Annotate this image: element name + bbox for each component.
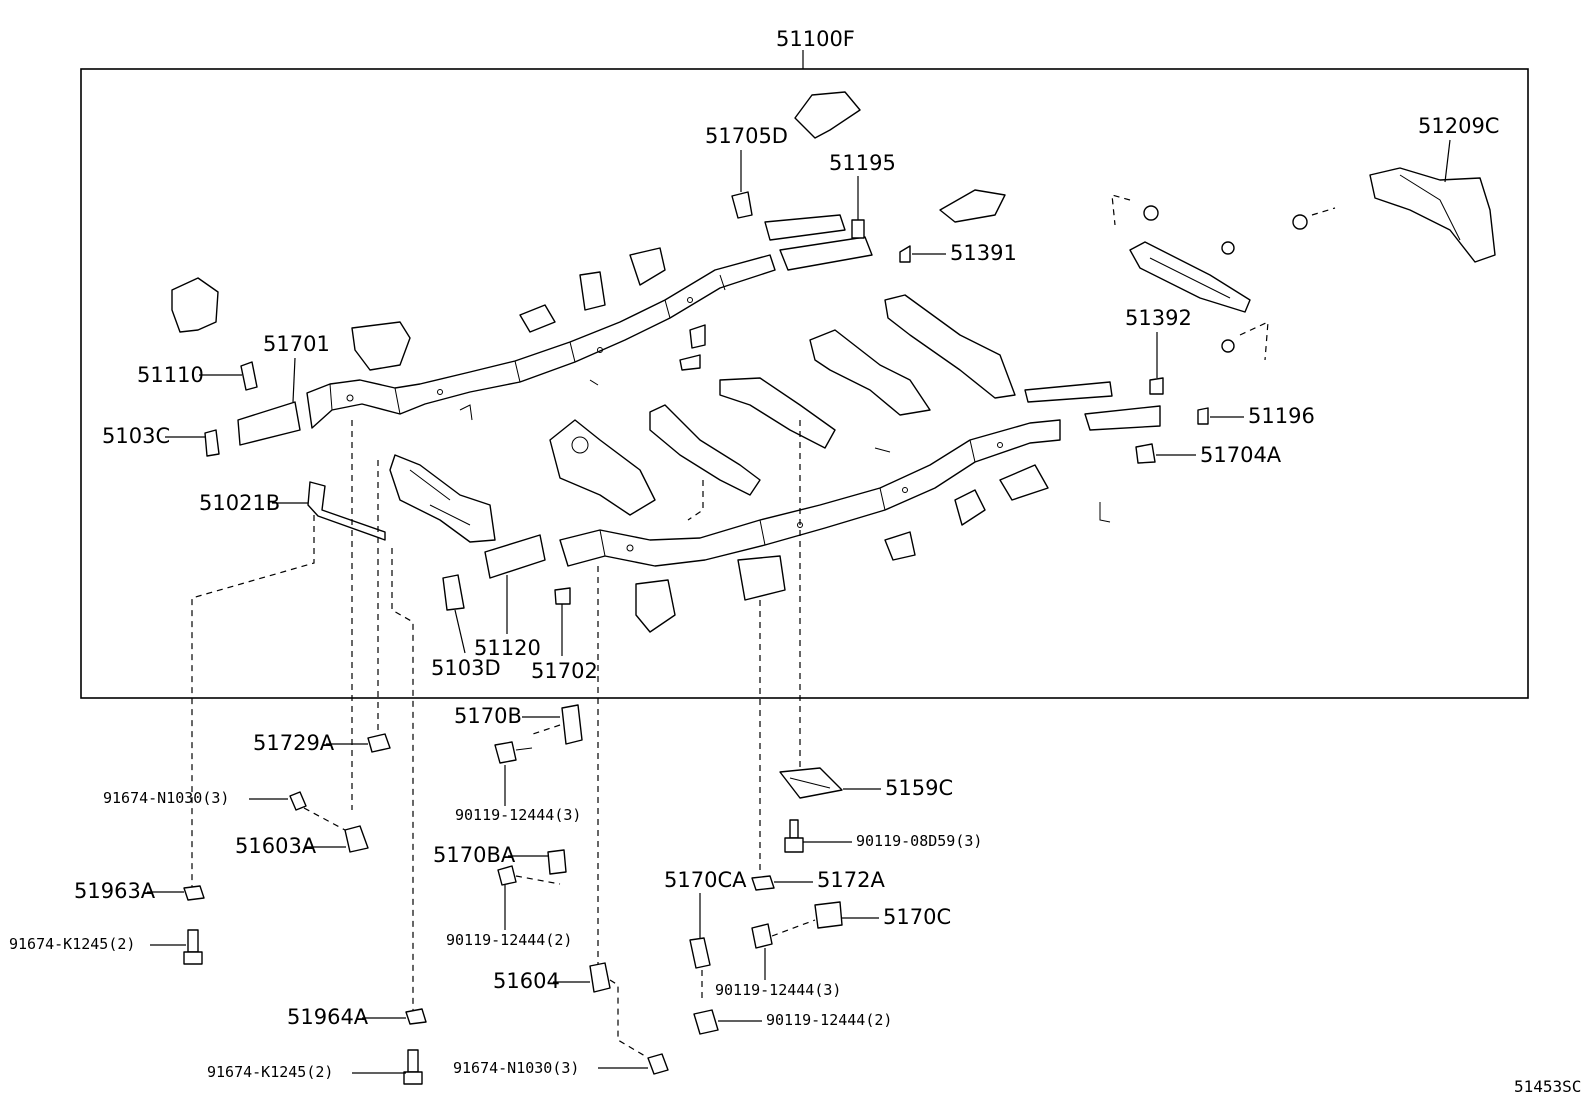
part-51392[interactable] xyxy=(1149,377,1164,395)
part-51604[interactable] xyxy=(589,962,646,1057)
crossmember-6[interactable] xyxy=(884,294,1016,399)
part-51391[interactable] xyxy=(899,245,911,263)
part-51701[interactable] xyxy=(237,401,301,446)
label-5170CA[interactable]: 5170CA xyxy=(664,868,747,892)
label-91674-N1030-3-b[interactable]: 91674-N1030(3) xyxy=(453,1059,579,1077)
part-51964A[interactable] xyxy=(405,1008,427,1025)
part-51705D[interactable] xyxy=(731,191,753,219)
part-51021B[interactable] xyxy=(307,481,386,541)
part-bolt-91674-N1030-b[interactable] xyxy=(647,1053,669,1075)
upper-frame-rail[interactable] xyxy=(306,236,873,429)
part-51120[interactable] xyxy=(484,534,546,579)
part-cradle-mount[interactable] xyxy=(737,555,786,601)
part-5170CA[interactable] xyxy=(689,937,711,1000)
crossmember-2[interactable] xyxy=(549,419,656,516)
label-91674-N1030-3-a[interactable]: 91674-N1030(3) xyxy=(103,789,229,807)
label-51603A[interactable]: 51603A xyxy=(235,834,317,858)
label-51100F[interactable]: 51100F xyxy=(776,27,855,51)
part-center-mount[interactable] xyxy=(635,579,676,633)
part-upper-left-mount[interactable] xyxy=(171,277,219,333)
part-5170BA[interactable] xyxy=(497,849,567,886)
label-51702[interactable]: 51702 xyxy=(531,659,598,683)
label-5170B[interactable]: 5170B xyxy=(454,704,522,728)
part-51196[interactable] xyxy=(1197,407,1209,425)
part-right-rail-brackets[interactable] xyxy=(1024,381,1161,431)
connector-51964A xyxy=(391,548,414,1010)
label-51701[interactable]: 51701 xyxy=(263,332,330,356)
crossmember-3[interactable] xyxy=(649,404,761,496)
part-5103D[interactable] xyxy=(442,574,465,611)
part-51209C[interactable] xyxy=(1369,167,1496,263)
label-51110[interactable]: 51110 xyxy=(137,363,204,387)
part-5159C[interactable] xyxy=(779,767,843,799)
part-bolt-91674-N1030-a[interactable] xyxy=(289,791,346,831)
crossmember-4[interactable] xyxy=(719,377,836,449)
part-51195[interactable] xyxy=(851,219,865,239)
part-5103C[interactable] xyxy=(204,429,220,457)
label-51021B[interactable]: 51021B xyxy=(199,491,280,515)
label-51964A[interactable]: 51964A xyxy=(287,1005,369,1029)
label-51963A[interactable]: 51963A xyxy=(74,879,156,903)
part-bolt-90119-08D59[interactable] xyxy=(784,819,804,853)
label-51729A[interactable]: 51729A xyxy=(253,731,335,755)
part-5172A[interactable] xyxy=(751,875,775,891)
crossmember-rear[interactable] xyxy=(1129,241,1251,313)
crossmember-5[interactable] xyxy=(809,329,931,416)
part-51110[interactable] xyxy=(240,361,258,391)
label-5103C[interactable]: 5103C xyxy=(102,424,170,448)
label-5103D[interactable]: 5103D xyxy=(431,656,501,680)
label-90119-12444-3-a[interactable]: 90119-12444(3) xyxy=(455,806,581,824)
part-right-small-brackets[interactable] xyxy=(884,464,1111,561)
connector-crossmember xyxy=(687,480,704,521)
label-90119-08D59-3[interactable]: 90119-08D59(3) xyxy=(856,832,982,850)
part-51963A[interactable] xyxy=(183,885,205,901)
part-upper-rail-brackets[interactable] xyxy=(459,247,891,453)
label-51120[interactable]: 51120 xyxy=(474,636,541,660)
label-90119-12444-2-b[interactable]: 90119-12444(2) xyxy=(766,1011,892,1029)
part-bolt-90119-12444-b[interactable] xyxy=(693,1009,719,1035)
label-51392[interactable]: 51392 xyxy=(1125,306,1192,330)
label-5170C[interactable]: 5170C xyxy=(883,905,951,929)
part-bolt-91674-K1245-b[interactable] xyxy=(403,1049,423,1085)
assembly-frame-box xyxy=(80,68,1529,699)
part-51603A[interactable] xyxy=(344,825,369,853)
label-51209C[interactable]: 51209C xyxy=(1418,114,1499,138)
crossmember-front[interactable] xyxy=(389,454,496,543)
part-upper-bracket-left[interactable] xyxy=(764,214,846,241)
label-51196[interactable]: 51196 xyxy=(1248,404,1315,428)
label-51705D[interactable]: 51705D xyxy=(705,124,788,148)
part-rear-fasteners[interactable] xyxy=(1111,194,1336,361)
part-front-bracket[interactable] xyxy=(351,321,411,371)
part-mount-a[interactable] xyxy=(939,189,1006,223)
label-51391[interactable]: 51391 xyxy=(950,241,1017,265)
label-5170BA[interactable]: 5170BA xyxy=(433,843,516,867)
part-51729A[interactable] xyxy=(367,733,391,753)
diagram-code: 51453SC xyxy=(1514,1077,1581,1096)
part-top-bracket[interactable] xyxy=(794,91,861,139)
part-51702[interactable] xyxy=(554,587,571,605)
label-91674-K1245-2-a[interactable]: 91674-K1245(2) xyxy=(9,935,135,953)
label-51604[interactable]: 51604 xyxy=(493,969,560,993)
label-90119-12444-2-a[interactable]: 90119-12444(2) xyxy=(446,931,572,949)
label-5159C[interactable]: 5159C xyxy=(885,776,953,800)
label-51195[interactable]: 51195 xyxy=(829,151,896,175)
connector-51963A xyxy=(191,515,315,888)
part-5170B[interactable] xyxy=(494,704,583,764)
part-5170C[interactable] xyxy=(751,901,843,949)
label-91674-K1245-2-b[interactable]: 91674-K1245(2) xyxy=(207,1063,333,1081)
lower-frame-rail[interactable] xyxy=(559,419,1061,567)
part-51704A[interactable] xyxy=(1135,443,1156,464)
label-51704A[interactable]: 51704A xyxy=(1200,443,1282,467)
part-bolt-91674-K1245-a[interactable] xyxy=(183,929,203,965)
label-5172A[interactable]: 5172A xyxy=(817,868,885,892)
label-90119-12444-3-b[interactable]: 90119-12444(3) xyxy=(715,981,841,999)
